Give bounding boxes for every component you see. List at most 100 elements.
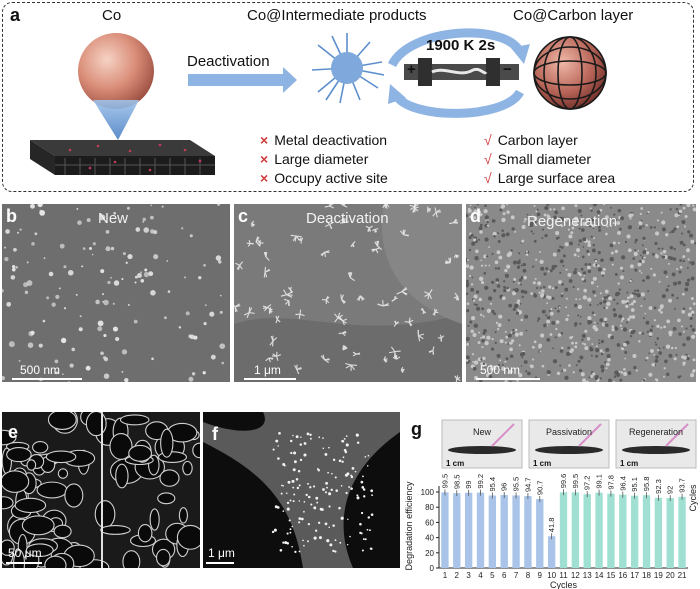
x-tick-label-2: 2 <box>455 571 460 580</box>
panel-e-scalebar <box>6 562 42 564</box>
bar-cycle-21 <box>678 496 686 568</box>
cons-item-2: ×Large diameter <box>260 151 369 167</box>
y-tick-label-100: 100 <box>421 488 435 497</box>
x-tick-label-6: 6 <box>502 571 507 580</box>
x-tick-label-1: 1 <box>443 571 448 580</box>
panel-a-illustration <box>30 28 607 175</box>
bar-value-label-18: 95.8 <box>642 477 651 492</box>
intermediate-title: Co@Intermediate products <box>247 7 427 24</box>
bar-value-label-21: 93.7 <box>678 478 687 493</box>
inset-photo-2: Passivation 1 cm <box>528 419 610 469</box>
bar-value-label-13: 97.2 <box>583 476 592 491</box>
panel-f-label: f <box>212 424 218 444</box>
panel-f-scale: 1 μm <box>208 546 235 560</box>
bar-cycle-6 <box>500 495 508 568</box>
heat-label: 1900 K 2s <box>426 37 496 54</box>
panel-b-scale: 500 nm <box>20 363 61 377</box>
right-cycles-label: Cycles <box>688 484 698 512</box>
panel-d-title: Regeneration <box>527 213 618 230</box>
bar-cycle-18 <box>642 495 651 568</box>
zoom-beam <box>93 100 139 140</box>
inset-scale-3: 1 cm <box>620 459 638 468</box>
regeneration-arrow-top <box>387 28 525 68</box>
carbon-title: Co@Carbon layer <box>513 7 634 24</box>
bar-cycle-7 <box>512 495 520 568</box>
pros-item-3: √Large surface area <box>484 170 616 186</box>
bar-value-label-19: 92.3 <box>654 479 663 494</box>
panel-a-frame <box>2 2 694 192</box>
bar-value-label-12: 99.5 <box>571 474 580 489</box>
x-tick-label-14: 14 <box>595 571 604 580</box>
bar-value-label-16: 96.4 <box>618 476 627 491</box>
inset-title-1: New <box>473 427 492 437</box>
bar-value-label-11: 99.6 <box>559 474 568 489</box>
bar-value-label-14: 99.1 <box>595 474 604 489</box>
sem-image-regeneration <box>466 204 696 382</box>
cons-item-1: ×Metal deactivation <box>260 132 388 148</box>
bar-value-label-5: 95.4 <box>488 477 497 492</box>
pros-item-2: √Small diameter <box>484 151 592 167</box>
bar-cycle-13 <box>583 494 591 568</box>
bar-cycle-8 <box>524 496 532 568</box>
sem-image-honeycomb <box>2 412 200 568</box>
bar-value-label-20: 92 <box>666 486 675 494</box>
bar-cycle-17 <box>630 495 639 568</box>
cons-item-3: ×Occupy active site <box>260 170 388 186</box>
panel-b-scalebar <box>12 378 82 380</box>
x-tick-label-13: 13 <box>583 571 592 580</box>
panel-b-label: b <box>6 206 17 226</box>
bar-cycle-16 <box>619 494 627 568</box>
x-tick-label-12: 12 <box>571 571 580 580</box>
bar-cycle-12 <box>571 492 580 568</box>
bar-cycle-19 <box>654 497 663 568</box>
panel-c-scalebar <box>244 378 296 380</box>
x-tick-label-9: 9 <box>538 571 543 580</box>
panel-c-scale: 1 μm <box>254 363 281 377</box>
co-title: Co <box>102 7 122 24</box>
x-tick-label-8: 8 <box>526 571 531 580</box>
bar-cycle-1 <box>441 492 449 568</box>
x-tick-label-3: 3 <box>466 571 471 580</box>
bar-cycle-15 <box>607 493 615 568</box>
y-tick-label-60: 60 <box>425 518 434 527</box>
x-tick-label-16: 16 <box>618 571 627 580</box>
bar-cycle-20 <box>666 498 674 568</box>
bar-cycle-3 <box>464 492 473 568</box>
panel-d-scale: 500 nm <box>480 363 521 377</box>
panel-e-label: e <box>8 422 19 442</box>
x-tick-label-4: 4 <box>478 571 483 580</box>
bar-cycle-11 <box>559 492 568 568</box>
intermediate-particle <box>311 33 385 104</box>
bar-value-label-1: 99.5 <box>440 474 449 489</box>
bar-value-label-10: 41.8 <box>547 518 556 533</box>
panel-a-label: a <box>10 5 21 25</box>
bar-value-label-4: 99.2 <box>476 474 485 489</box>
bar-cycle-5 <box>488 495 497 568</box>
bar-value-label-8: 94.7 <box>523 477 532 492</box>
panel-c-title: Deactivation <box>306 210 389 227</box>
bar-value-label-2: 98.5 <box>452 475 461 490</box>
x-tick-label-17: 17 <box>630 571 639 580</box>
panel-g-label: g <box>411 419 422 439</box>
x-tick-label-19: 19 <box>654 571 663 580</box>
bar-value-label-6: 96 <box>500 483 509 491</box>
x-tick-label-10: 10 <box>547 571 556 580</box>
panel-b-title: New <box>98 210 129 227</box>
co-particle-sphere <box>78 33 154 109</box>
bar-cycle-9 <box>536 499 544 568</box>
pros-item-1: √Carbon layer <box>484 132 578 148</box>
bar-value-label-9: 90.7 <box>535 480 544 495</box>
inset-title-2: Passivation <box>546 427 592 437</box>
bar-value-label-7: 95.5 <box>512 477 521 492</box>
bar-value-label-17: 95.1 <box>630 477 639 492</box>
x-tick-label-11: 11 <box>559 571 568 580</box>
panel-e-scale: 50 μm <box>8 546 42 560</box>
panel-d-label: d <box>470 206 481 226</box>
x-tick-label-18: 18 <box>642 571 651 580</box>
sem-image-wall <box>203 412 400 568</box>
inset-scale-2: 1 cm <box>533 459 551 468</box>
panel-f-scalebar <box>206 562 234 564</box>
